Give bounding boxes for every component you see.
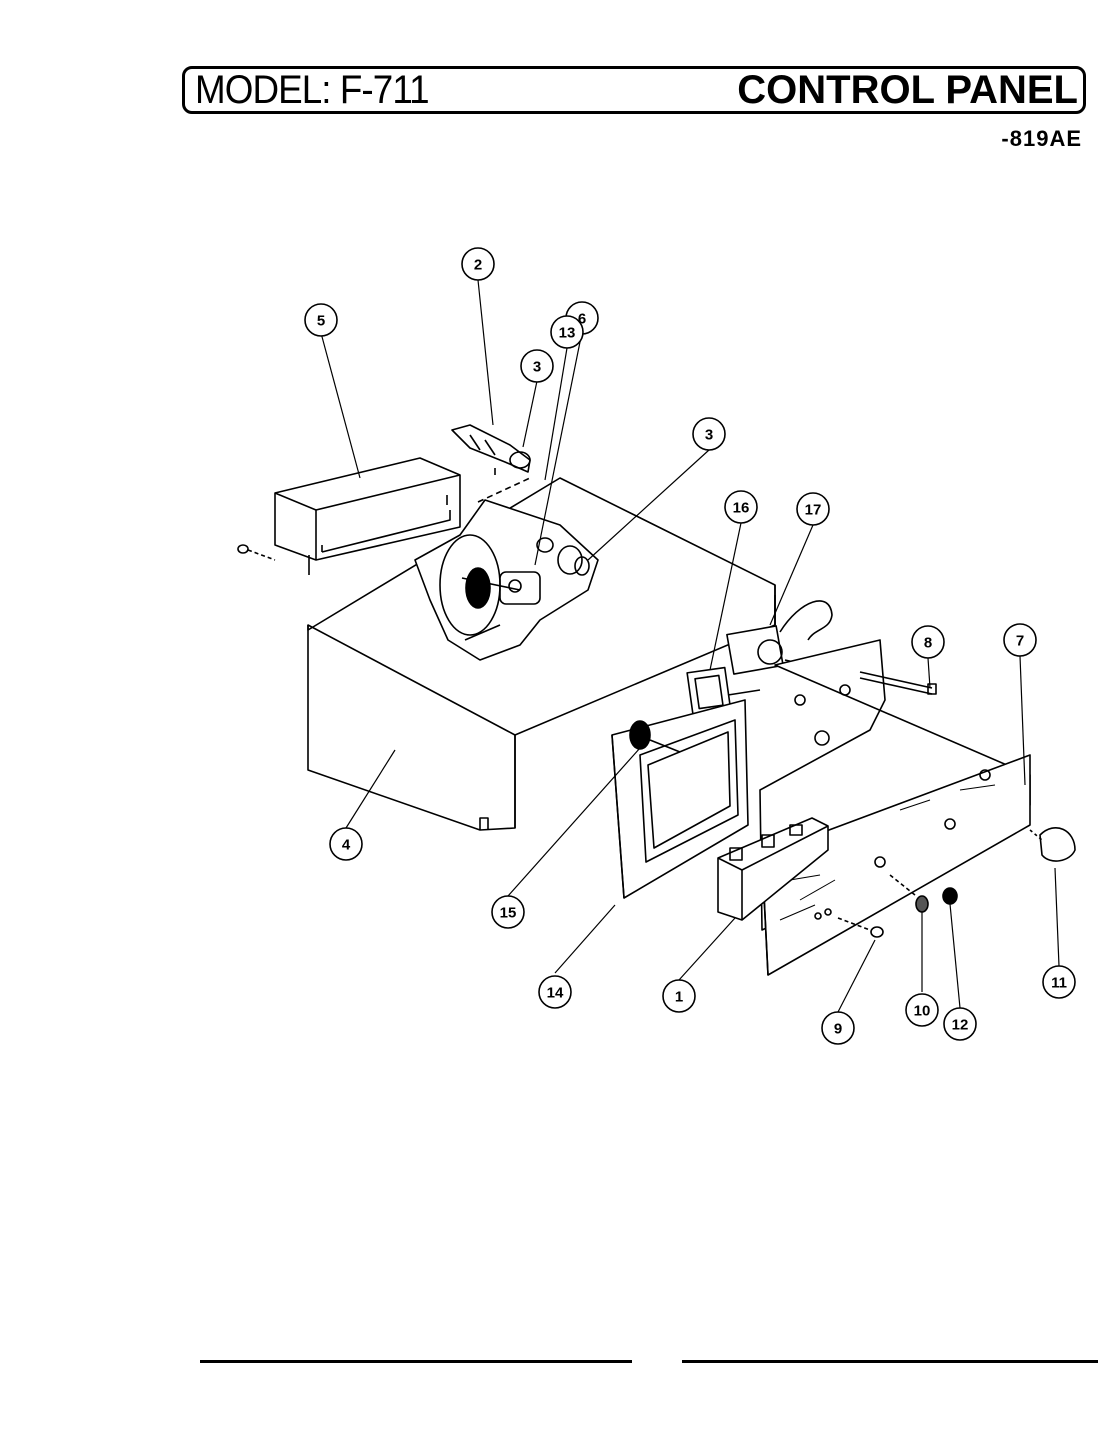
leader-lines — [320, 279, 1060, 1013]
callout-2: 2 — [461, 247, 495, 281]
rod — [859, 671, 937, 695]
svg-text:7: 7 — [1016, 633, 1024, 650]
callout-4: 4 — [329, 827, 363, 861]
frame-plate — [611, 699, 749, 899]
callout-14: 14 — [538, 975, 572, 1009]
svg-text:1: 1 — [675, 989, 683, 1006]
callouts: 1 2 3 3 4 5 6 7 8 9 10 11 12 13 14 15 16… — [304, 247, 1076, 1045]
switch-block — [717, 817, 829, 921]
control-panel-board — [759, 639, 1031, 976]
footer-rule-right — [682, 1360, 1098, 1363]
fan-cutaway — [414, 499, 599, 661]
callout-8: 8 — [911, 625, 945, 659]
callout-12: 12 — [943, 1007, 977, 1041]
callout-15: 15 — [491, 895, 525, 929]
callout-3a: 3 — [520, 349, 554, 383]
callout-13: 13 — [550, 315, 584, 349]
header-frame — [182, 66, 1086, 114]
callout-7: 7 — [1003, 623, 1037, 657]
cam-switch — [451, 424, 531, 503]
small-components — [837, 827, 1076, 938]
callout-10: 10 — [905, 993, 939, 1027]
svg-text:6: 6 — [578, 311, 586, 328]
svg-text:11: 11 — [1051, 975, 1067, 992]
knob-assembly — [629, 720, 681, 753]
svg-text:14: 14 — [547, 985, 564, 1002]
thermostat — [726, 600, 833, 675]
svg-text:16: 16 — [733, 500, 750, 517]
svg-text:13: 13 — [559, 325, 576, 342]
model-suffix: -819AE — [1001, 126, 1082, 151]
callout-9: 9 — [821, 1011, 855, 1045]
callout-17: 17 — [796, 492, 830, 526]
footer-rule-left — [200, 1360, 632, 1363]
callout-16: 16 — [724, 490, 758, 524]
svg-text:10: 10 — [914, 1003, 931, 1020]
svg-text:5: 5 — [317, 313, 325, 330]
svg-text:4: 4 — [342, 837, 351, 854]
svg-text:3: 3 — [533, 359, 541, 376]
bracket — [274, 457, 461, 575]
svg-text:12: 12 — [952, 1017, 969, 1034]
callout-3b: 3 — [692, 417, 726, 451]
svg-text:8: 8 — [924, 635, 932, 652]
section-title: CONTROL PANEL — [737, 68, 1078, 112]
svg-text:2: 2 — [474, 257, 482, 274]
svg-text:17: 17 — [805, 502, 822, 519]
svg-text:9: 9 — [834, 1021, 842, 1038]
callout-11: 11 — [1042, 965, 1076, 999]
callout-5: 5 — [304, 303, 338, 337]
screw — [237, 544, 276, 561]
svg-text:15: 15 — [500, 905, 517, 922]
model-label: MODEL: F-711 — [195, 68, 430, 112]
callout-1: 1 — [662, 979, 696, 1013]
svg-text:3: 3 — [705, 427, 713, 444]
